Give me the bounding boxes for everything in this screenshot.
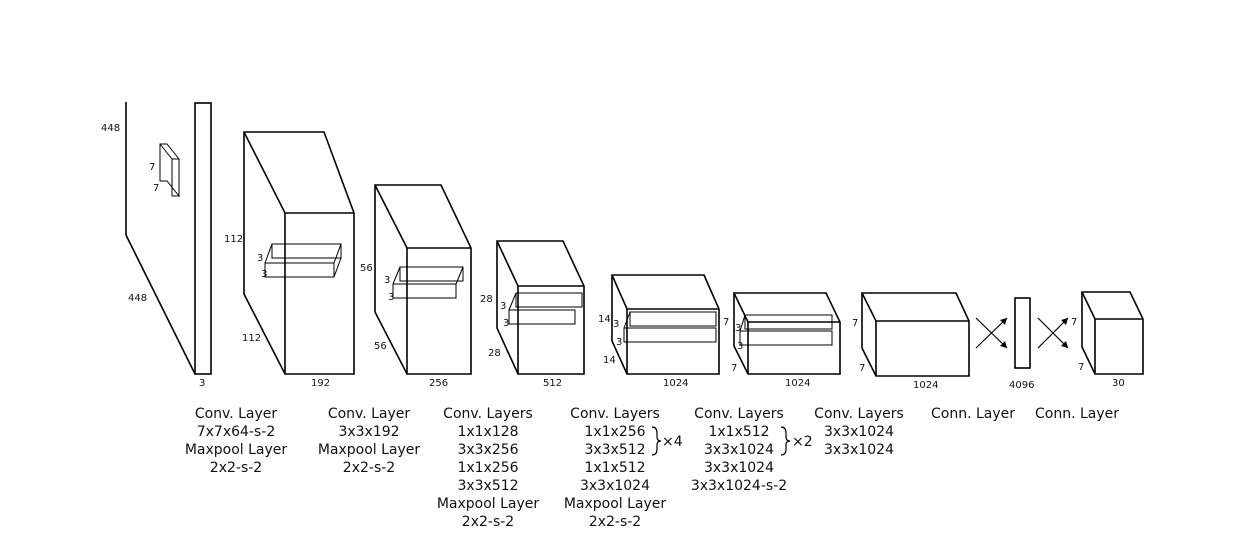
caption-block1: Conv. Layer 7x7x64-s-2 Maxpool Layer 2x2… [185,406,288,476]
block4-kernel [623,311,717,343]
caption-line: 1x1x512 [708,424,769,440]
block1-width-label: 112 [242,333,261,344]
fc-layer-volume: 4096 [1009,297,1034,391]
connection-cross-2 [1037,317,1069,349]
input-kernel-label-a: 7 [149,162,155,173]
block4-volume: 14 14 1024 3 3 [598,274,720,389]
caption-line: 1x1x512 [584,460,645,476]
fc-size-label: 4096 [1009,380,1034,391]
caption-line: 3x3x256 [457,442,518,458]
block5-kernel-label-b: 3 [737,341,743,352]
block5-height-label: 7 [723,317,729,328]
block6-depth-label: 1024 [913,380,938,391]
block5-width-label: 7 [731,363,737,374]
block6-width-label: 7 [859,363,865,374]
block4-kernel-label-b: 3 [616,337,622,348]
repeat-count-label: ×2 [792,434,813,450]
repeat-brace-x2: ×2 [780,426,813,456]
caption-line: Conv. Layers [814,406,904,422]
block3-depth-label: 512 [543,378,562,389]
caption-line: Conv. Layer [195,406,278,422]
caption-line: 3x3x1024 [704,442,774,458]
block2-kernel [392,266,464,299]
repeat-brace-x4: ×4 [651,426,683,456]
caption-fc2: Conn. Layer [1035,406,1119,422]
caption-line: Maxpool Layer [437,496,540,512]
caption-block5: Conv. Layers 1x1x512 3x3x1024 3x3x1024 3… [691,406,787,494]
block3-volume: 28 28 512 3 3 [480,240,585,389]
caption-line: 1x1x256 [457,460,518,476]
caption-line: 7x7x64-s-2 [197,424,276,440]
block2-height-label: 56 [360,263,373,274]
caption-line: Conv. Layers [443,406,533,422]
caption-line: Conv. Layers [694,406,784,422]
output-height-label: 7 [1071,317,1077,328]
caption-block3: Conv. Layers 1x1x128 3x3x256 1x1x256 3x3… [437,406,540,530]
block3-kernel-label-a: 3 [500,301,506,312]
caption-line: 1x1x128 [457,424,518,440]
caption-line: 2x2-s-2 [462,514,514,530]
block4-depth-label: 1024 [663,378,688,389]
block4-kernel-label-a: 3 [613,319,619,330]
block3-height-label: 28 [480,294,493,305]
caption-line: 2x2-s-2 [589,514,641,530]
caption-line: 2x2-s-2 [210,460,262,476]
caption-block2: Conv. Layer 3x3x192 Maxpool Layer 2x2-s-… [318,406,421,476]
input-width-label: 448 [128,293,147,304]
block3-kernel [508,292,583,325]
caption-line: Maxpool Layer [318,442,421,458]
output-width-label: 7 [1078,362,1084,373]
caption-block6: Conv. Layers 3x3x1024 3x3x1024 [814,406,904,458]
caption-line: 3x3x1024 [824,424,894,440]
block2-kernel-label-b: 3 [388,292,394,303]
block1-height-label: 112 [224,234,243,245]
block2-depth-label: 256 [429,378,448,389]
block6-volume: 7 7 1024 [852,292,970,391]
repeat-count-label: ×4 [662,434,683,450]
block3-width-label: 28 [488,348,501,359]
block1-volume: 112 112 192 3 3 [224,131,355,389]
caption-line: 3x3x512 [584,442,645,458]
block3-kernel-label-b: 3 [503,318,509,329]
caption-line: 3x3x1024 [824,442,894,458]
caption-block4: Conv. Layers 1x1x256 3x3x512 1x1x512 3x3… [564,406,667,530]
block5-kernel-label-a: 3 [735,323,741,334]
input-depth-label: 3 [199,378,205,389]
input-kernel [159,143,180,198]
caption-line: Conn. Layer [931,406,1015,422]
block2-width-label: 56 [374,341,387,352]
block5-kernel [739,314,833,346]
block1-kernel-label-b: 3 [261,269,267,280]
caption-line: 3x3x512 [457,478,518,494]
caption-line: 2x2-s-2 [343,460,395,476]
block6-height-label: 7 [852,318,858,329]
block2-kernel-label-a: 3 [384,275,390,286]
block1-depth-label: 192 [311,378,330,389]
caption-line: 3x3x192 [338,424,399,440]
block4-height-label: 14 [598,314,611,325]
output-volume: 7 7 30 [1071,291,1144,389]
caption-line: Conn. Layer [1035,406,1119,422]
input-height-label: 448 [101,123,120,134]
block5-volume: 7 7 1024 3 3 [723,292,841,389]
block4-width-label: 14 [603,355,616,366]
connection-cross-1 [975,317,1008,349]
caption-fc1: Conn. Layer [931,406,1015,422]
input-volume: 448 448 3 7 7 [101,102,212,389]
caption-line: Maxpool Layer [185,442,288,458]
block5-depth-label: 1024 [785,378,810,389]
caption-line: Conv. Layer [328,406,411,422]
block1-kernel [264,243,342,278]
block2-volume: 56 56 256 3 3 [360,184,472,389]
block1-kernel-label-a: 3 [257,253,263,264]
input-kernel-label-b: 7 [153,183,159,194]
caption-line: 3x3x1024 [580,478,650,494]
caption-line: 1x1x256 [584,424,645,440]
caption-line: 3x3x1024-s-2 [691,478,787,494]
caption-line: 3x3x1024 [704,460,774,476]
output-depth-label: 30 [1112,378,1125,389]
caption-line: Conv. Layers [570,406,660,422]
caption-line: Maxpool Layer [564,496,667,512]
